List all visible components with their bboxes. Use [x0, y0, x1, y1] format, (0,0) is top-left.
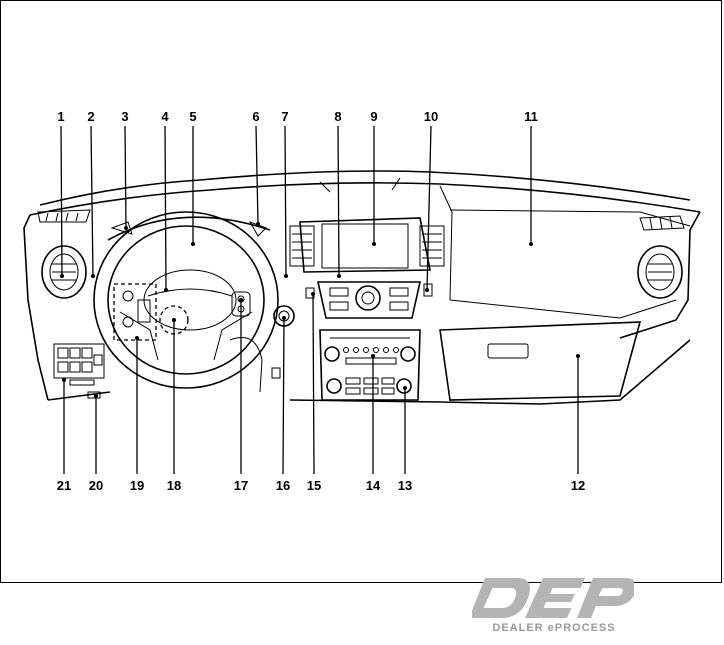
right-defog-vent: [639, 215, 685, 231]
center-vents: [289, 225, 445, 267]
callout-7: 7: [281, 109, 288, 124]
callout-5: 5: [189, 109, 196, 124]
callout-14: 14: [366, 478, 381, 493]
callout-8: 8: [334, 109, 341, 124]
callout-4: 4: [161, 109, 169, 124]
audio-climate-panel: [319, 329, 421, 401]
callout-9: 9: [370, 109, 377, 124]
left-side-vent: [41, 245, 87, 299]
leader-lines-bottom: [62, 292, 580, 475]
leader-lines-top: [60, 125, 533, 292]
callouts-top: 1 2 3 4 5 6 7 8 9 10 11: [57, 109, 537, 124]
callout-10: 10: [424, 109, 438, 124]
callout-18: 18: [167, 478, 181, 493]
glove-box: [439, 321, 642, 401]
callout-12: 12: [571, 478, 585, 493]
dashboard-outline: [23, 170, 701, 405]
callout-3: 3: [121, 109, 128, 124]
figure-frame: [0, 0, 722, 583]
dealer-eprocess-logo: [472, 578, 634, 618]
left-defog-vent: [37, 209, 91, 223]
callout-6: 6: [252, 109, 259, 124]
callout-17: 17: [234, 478, 248, 493]
hood-release: [87, 391, 101, 399]
callout-15: 15: [307, 478, 321, 493]
lower-switch-panel: [53, 343, 105, 386]
multi-function-controller: [305, 281, 433, 319]
callout-13: 13: [398, 478, 412, 493]
callout-20: 20: [89, 478, 103, 493]
logo-tagline: DEALER ePROCESS: [492, 622, 616, 634]
callout-1: 1: [57, 109, 64, 124]
callout-21: 21: [57, 478, 71, 493]
callouts-bottom: 21 20 19 18 17 16 15 14 13 12: [57, 478, 585, 493]
callout-19: 19: [130, 478, 144, 493]
right-side-vent: [637, 245, 683, 299]
steering-column: [229, 337, 281, 393]
callout-16: 16: [276, 478, 290, 493]
center-display: [299, 217, 431, 273]
steering-switch-left: [113, 283, 157, 341]
callout-11: 11: [524, 109, 538, 124]
callout-2: 2: [87, 109, 94, 124]
